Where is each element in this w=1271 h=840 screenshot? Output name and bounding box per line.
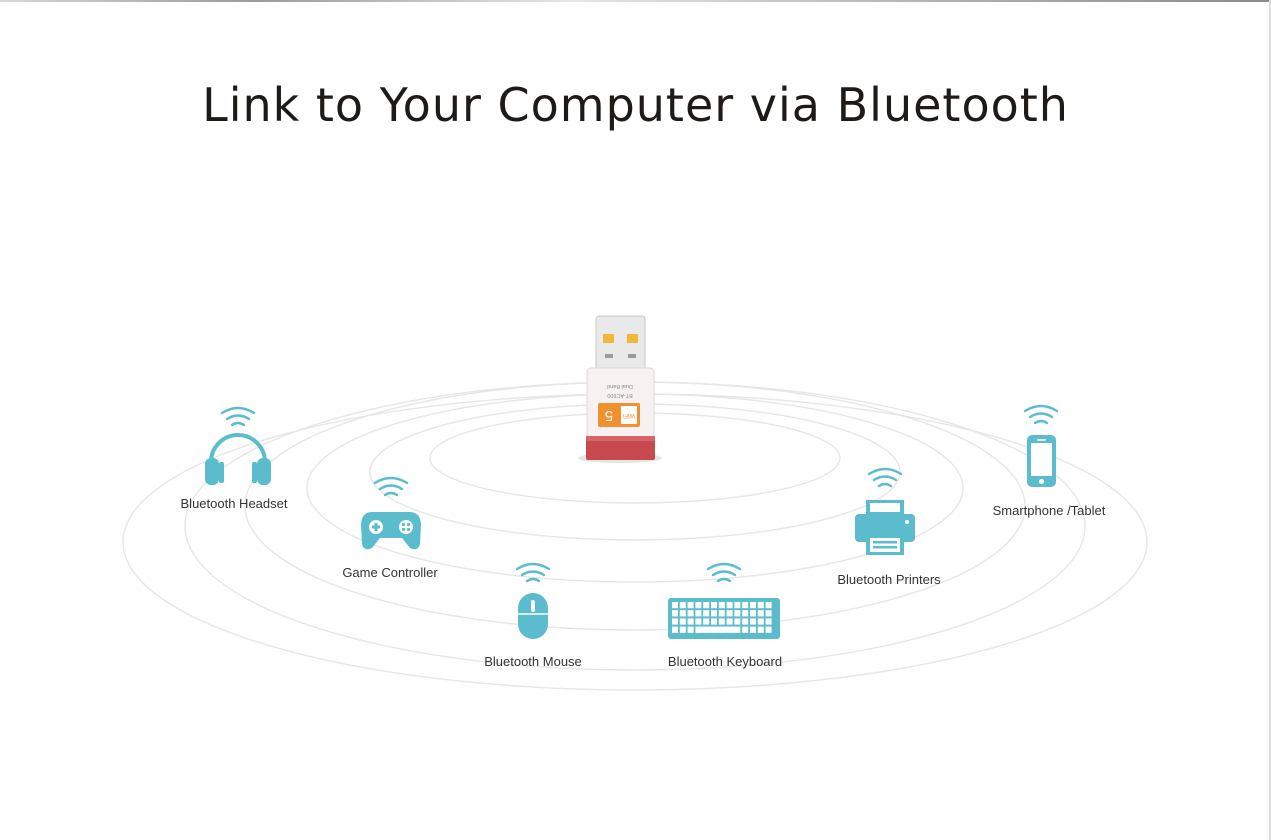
keyboard-key	[679, 602, 686, 609]
keyboard-key	[695, 618, 702, 625]
usb-slot-2	[628, 354, 636, 358]
keyboard-key	[718, 618, 725, 625]
gamepad-icon	[361, 512, 421, 550]
mouse-device[interactable]	[515, 562, 551, 639]
keyboard-key	[750, 602, 756, 609]
keyboard-icon	[668, 598, 780, 639]
keyboard-key	[734, 626, 741, 633]
phone-device[interactable]	[1023, 404, 1059, 487]
keyboard-key	[711, 618, 717, 625]
keyboard-key	[703, 602, 710, 609]
keyboard-key	[711, 602, 717, 609]
keyboard-key	[742, 626, 749, 633]
keyboard-key	[687, 610, 694, 617]
headphones-icon	[205, 433, 271, 485]
keyboard-key	[757, 610, 764, 617]
dongle-base-shade	[586, 436, 655, 441]
usb-contact-1	[603, 334, 614, 343]
usb-dongle: 5 WiFi BT-AC600 Dual Band	[578, 315, 662, 463]
dongle-base	[586, 436, 655, 460]
keyboard-key	[672, 618, 678, 625]
keyboard-device[interactable]	[668, 562, 780, 639]
top-border	[0, 0, 1271, 2]
keyboard-key	[703, 618, 710, 625]
keyboard-key	[757, 618, 764, 625]
keyboard-key	[750, 610, 756, 617]
keyboard-key	[734, 602, 741, 609]
headset-device[interactable]	[205, 406, 271, 485]
keyboard-key	[718, 610, 725, 617]
keyboard-key	[726, 610, 733, 617]
wifi-badge-inner	[621, 406, 637, 424]
keyboard-key	[726, 602, 733, 609]
keyboard-key	[765, 618, 772, 625]
wifi-signal-icon	[515, 562, 551, 583]
keyboard-key	[734, 610, 741, 617]
keyboard-key	[679, 626, 686, 633]
keyboard-key	[750, 618, 756, 625]
keyboard-key	[687, 626, 694, 633]
keyboard-key	[672, 626, 678, 633]
keyboard-key	[757, 602, 764, 609]
wifi-signal-icon	[867, 467, 903, 488]
headset-label: Bluetooth Headset	[180, 496, 288, 511]
keyboard-key	[734, 618, 741, 625]
keyboard-key	[742, 602, 749, 609]
phone-label: Smartphone /Tablet	[992, 503, 1106, 518]
right-border	[1269, 0, 1271, 840]
keyboard-key	[711, 610, 717, 617]
keyboard-key	[695, 610, 702, 617]
keyboard-spacebar	[696, 626, 736, 633]
wifi-signal-icon	[220, 406, 256, 427]
dongle-model: BT-AC600	[607, 392, 632, 398]
smartphone-icon	[1027, 435, 1056, 487]
mouse-icon	[518, 593, 548, 639]
keyboard-key	[687, 618, 694, 625]
wifi-signal-icon	[373, 476, 409, 497]
wifi-signal-icon	[1023, 404, 1059, 425]
keyboard-key	[695, 602, 702, 609]
keyboard-key	[679, 610, 686, 617]
usb-contact-2	[627, 334, 638, 343]
keyboard-key	[742, 618, 749, 625]
printer-icon	[855, 500, 915, 555]
keyboard-label: Bluetooth Keyboard	[667, 654, 783, 669]
keyboard-key	[742, 610, 749, 617]
keyboard-key	[672, 602, 678, 609]
controller-device[interactable]	[361, 476, 421, 550]
keyboard-key	[765, 626, 772, 633]
keyboard-key	[765, 602, 772, 609]
dongle-band: Dual Band	[607, 383, 633, 389]
printer-label: Bluetooth Printers	[837, 572, 941, 587]
mouse-label: Bluetooth Mouse	[484, 654, 582, 669]
controller-label: Game Controller	[342, 565, 438, 580]
wifi-badge-label: WiFi	[623, 412, 635, 418]
wifi-badge-number: 5	[605, 407, 613, 424]
printer-device[interactable]	[855, 467, 915, 555]
page-title: Link to Your Computer via Bluetooth	[202, 78, 1069, 132]
keyboard-key	[672, 610, 678, 617]
keyboard-key	[718, 602, 725, 609]
keyboard-key	[757, 626, 764, 633]
keyboard-key	[679, 618, 686, 625]
keyboard-key	[687, 602, 694, 609]
keyboard-key	[703, 610, 710, 617]
keyboard-key	[765, 610, 772, 617]
wifi-signal-icon	[706, 562, 742, 583]
usb-slot-1	[605, 354, 613, 358]
keyboard-key	[750, 626, 756, 633]
keyboard-key	[726, 618, 733, 625]
